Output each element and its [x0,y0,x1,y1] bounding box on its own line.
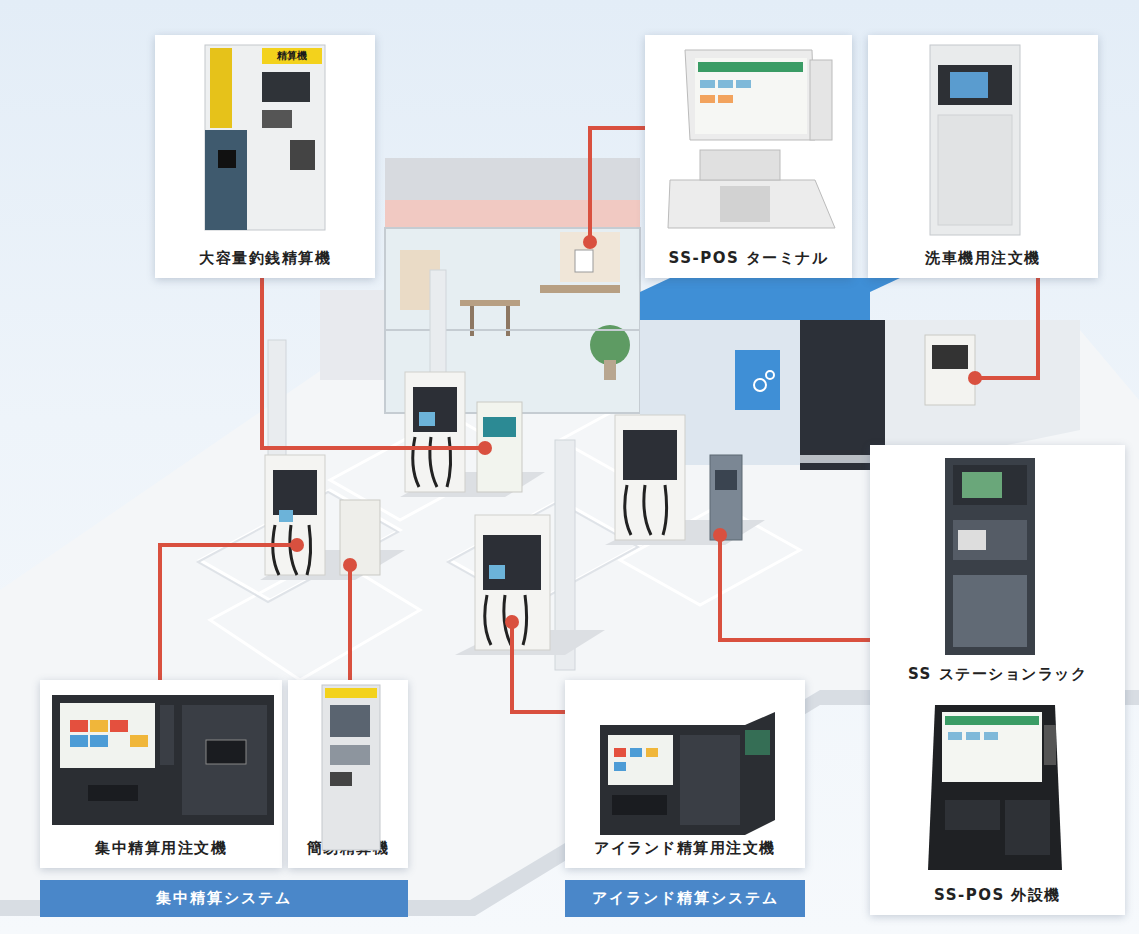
product-name: SS-POS 外設機 [870,886,1125,905]
change-machine-photo [205,45,325,230]
product-name: 集中精算用注文機 [40,839,282,858]
central-order-photo [52,695,274,825]
product-card: 洗車機用注文機 [868,35,1098,278]
product-name: 簡易精算機 [288,839,408,858]
machine-sign: 精算機 [262,49,322,63]
product-card: 大容量釣銭精算機 [155,35,375,278]
product-card: 簡易精算機 [288,680,408,868]
carwash-roof [640,278,900,292]
product-card: アイランド精算用注文機 [565,680,805,868]
product-name: SS-POS ターミナル [645,249,852,268]
system-name: 集中精算システム [156,889,292,908]
carwash-fascia [640,292,870,320]
product-name: 洗車機用注文機 [868,249,1098,268]
simple-settlement-photo [322,685,380,850]
pump-islands [260,372,765,655]
product-card: SS-POS ターミナル [645,35,852,278]
canopy-pillars [268,270,575,670]
system-band: アイランド精算システム [565,880,805,917]
store-fascia [385,200,640,228]
island-order-photo [600,712,775,835]
carwash-order-photo [930,45,1020,235]
carwash-order-screen [932,345,968,369]
carwash-sign [735,350,780,410]
carwash-order-unit [925,335,975,405]
store-roof-top [385,158,640,200]
product-name: アイランド精算用注文機 [565,839,805,858]
product-card: SS ステーションラック SS-POS 外設機 [870,445,1125,915]
store-wall [320,290,390,380]
store-interior [385,232,640,380]
system-name: アイランド精算システム [592,889,779,908]
store-roof [385,158,640,200]
system-band: 集中精算システム [40,880,408,917]
product-name: SS ステーションラック [870,665,1125,684]
station-rack-photo [945,458,1035,655]
pos-external-photo [928,705,1062,870]
product-card: 集中精算用注文機 [40,680,282,868]
product-name: 大容量釣銭精算機 [155,249,375,268]
pos-terminal-photo [668,50,835,228]
